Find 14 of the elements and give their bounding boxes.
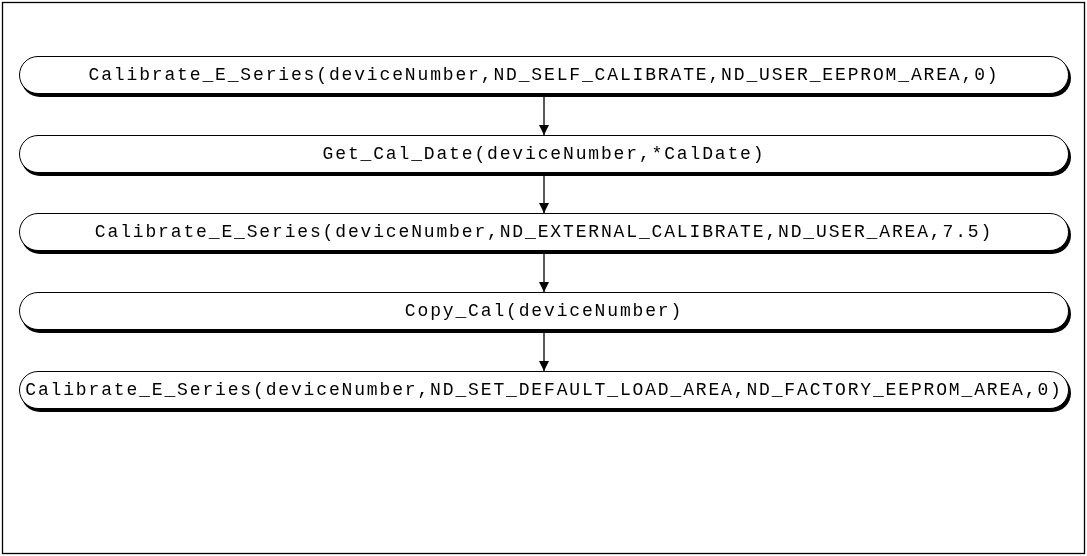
function-call-text: Calibrate_E_Series(deviceNumber,ND_SET_DEFAULT_LOAD_AREA,ND_FACTORY_EEPROM_AREA,0) xyxy=(25,380,1063,400)
process-box xyxy=(19,213,1069,251)
function-call-text: Copy_Cal(deviceNumber) xyxy=(404,301,684,321)
process-box xyxy=(19,56,1069,94)
function-call-text: Calibrate_E_Series(deviceNumber,ND_EXTERNAL_CALIBRATE,ND_USER_AREA,7.5) xyxy=(94,222,994,242)
function-call-text: Get_Cal_Date(deviceNumber,*CalDate) xyxy=(322,144,766,164)
function-call-text: Calibrate_E_Series(deviceNumber,ND_SELF_CALIBRATE,ND_USER_EEPROM_AREA,0) xyxy=(88,65,1000,85)
process-box xyxy=(19,135,1069,173)
arrow xyxy=(539,96,549,136)
arrow xyxy=(539,175,549,214)
process-box xyxy=(19,292,1069,330)
arrow xyxy=(539,332,549,372)
process-box xyxy=(19,371,1069,409)
arrow xyxy=(539,253,549,293)
